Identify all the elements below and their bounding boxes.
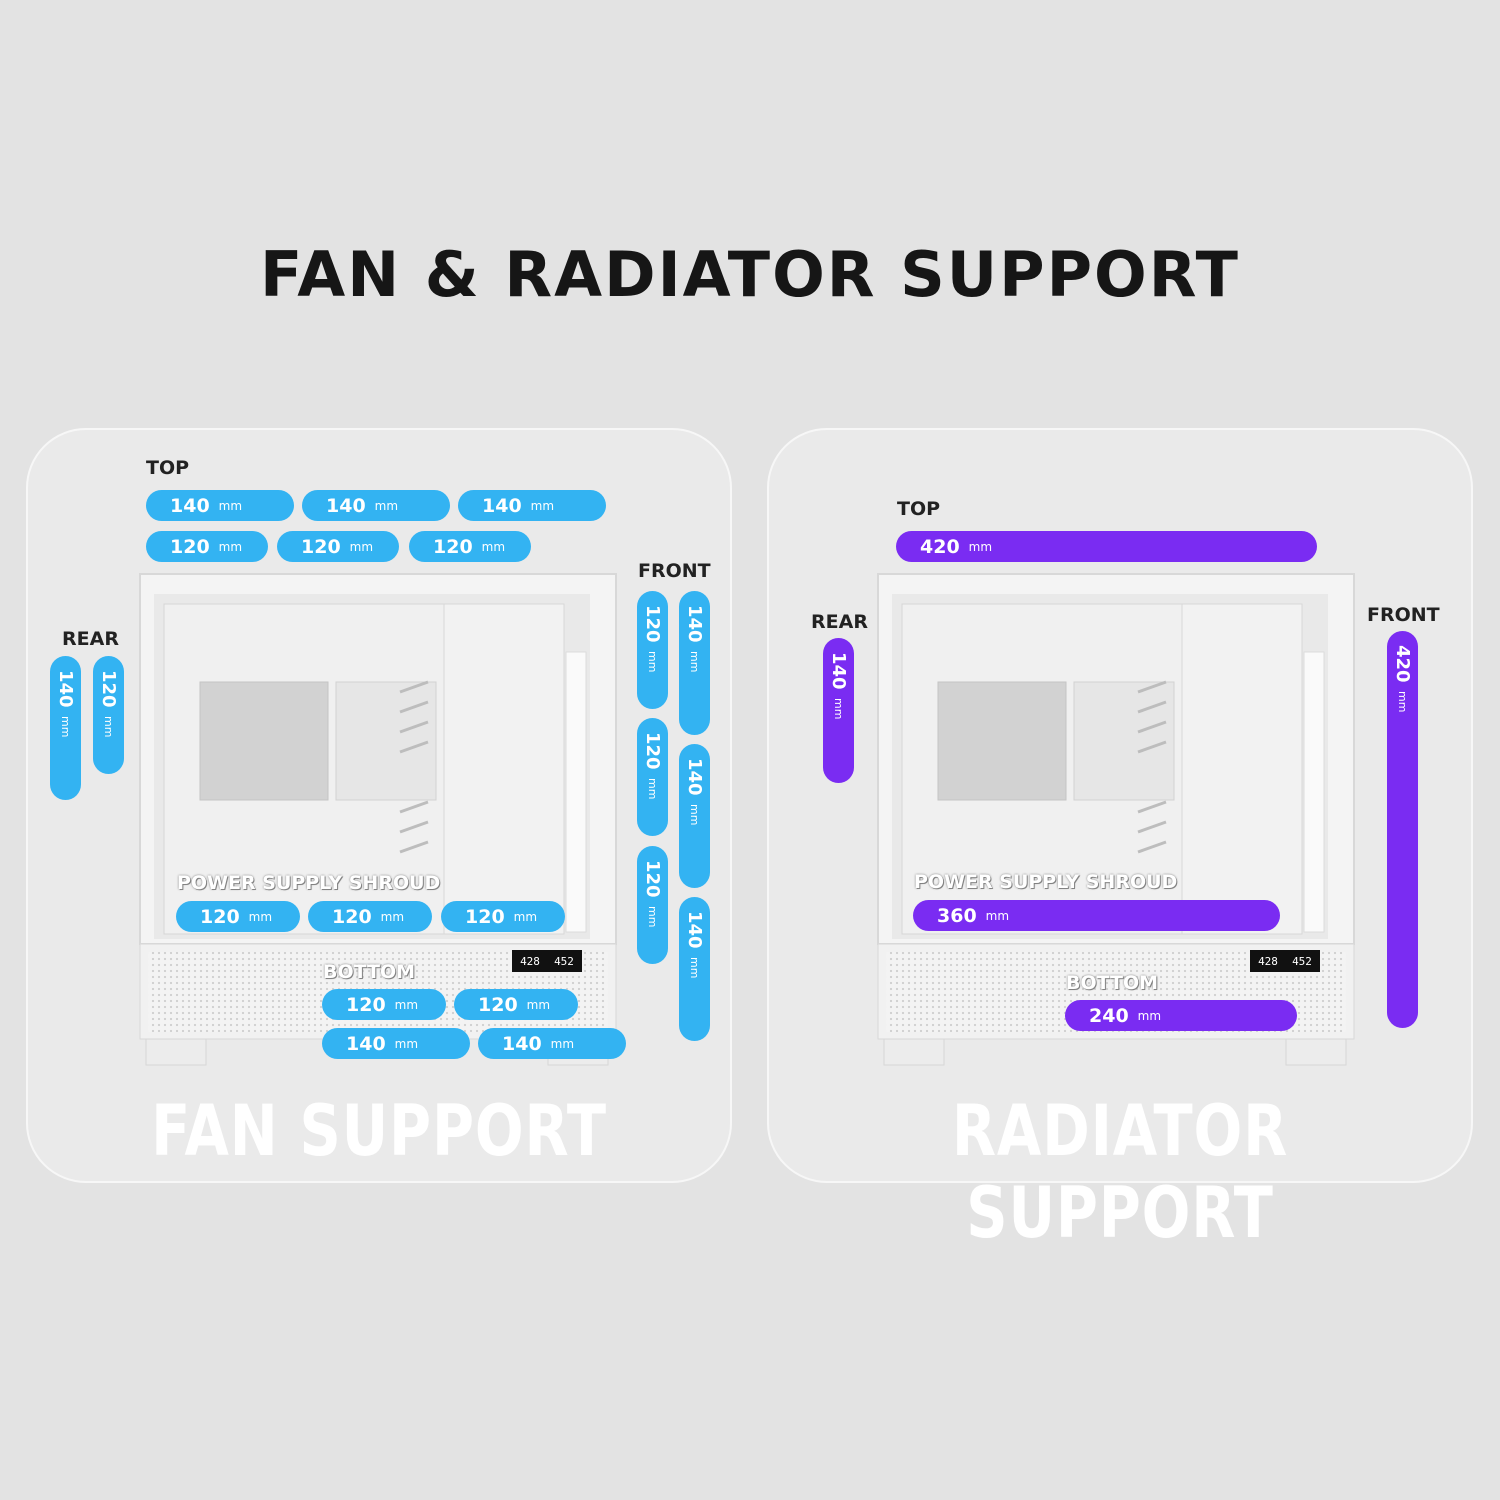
- fan-front-120-pill-1: 120mm: [637, 591, 668, 709]
- radiator-front-label: FRONT: [1367, 604, 1440, 626]
- temp-display-left: 428: [520, 954, 540, 968]
- temp-display-fan: 428 452: [513, 952, 581, 970]
- page-title: FAN & RADIATOR SUPPORT: [260, 238, 1240, 311]
- radiator-shroud-label: POWER SUPPLY SHROUD: [914, 871, 1178, 893]
- temp-display-right: 452: [1292, 954, 1312, 968]
- fan-front-140-pill-1: 140mm: [679, 591, 710, 735]
- fan-shroud-label: POWER SUPPLY SHROUD: [177, 872, 441, 894]
- pc-case-image-radiator: [877, 573, 1355, 1066]
- fan-top-label: TOP: [146, 457, 190, 479]
- fan-front-140-pill-2: 140mm: [679, 744, 710, 888]
- fan-front-label: FRONT: [638, 560, 711, 582]
- fan-front-140-pill-3: 140mm: [679, 897, 710, 1041]
- fan-front-120-pill-3: 120mm: [637, 846, 668, 964]
- fan-rear-label: REAR: [62, 628, 119, 650]
- radiator-rear-140-pill: 140mm: [823, 638, 854, 783]
- fan-front-120-pill-2: 120mm: [637, 718, 668, 836]
- radiator-top-label: TOP: [897, 498, 941, 520]
- radiator-front-420-pill: 420mm: [1387, 631, 1418, 1028]
- radiator-rear-label: REAR: [811, 611, 868, 633]
- fan-rear-140-pill: 140mm: [50, 656, 81, 800]
- radiator-bottom-label: BOTTOM: [1066, 972, 1159, 994]
- temp-display-right: 452: [554, 954, 574, 968]
- temp-display-radiator: 428 452: [1251, 952, 1319, 970]
- fan-rear-120-pill: 120mm: [93, 656, 124, 774]
- fan-bottom-label: BOTTOM: [323, 961, 416, 983]
- temp-display-left: 428: [1258, 954, 1278, 968]
